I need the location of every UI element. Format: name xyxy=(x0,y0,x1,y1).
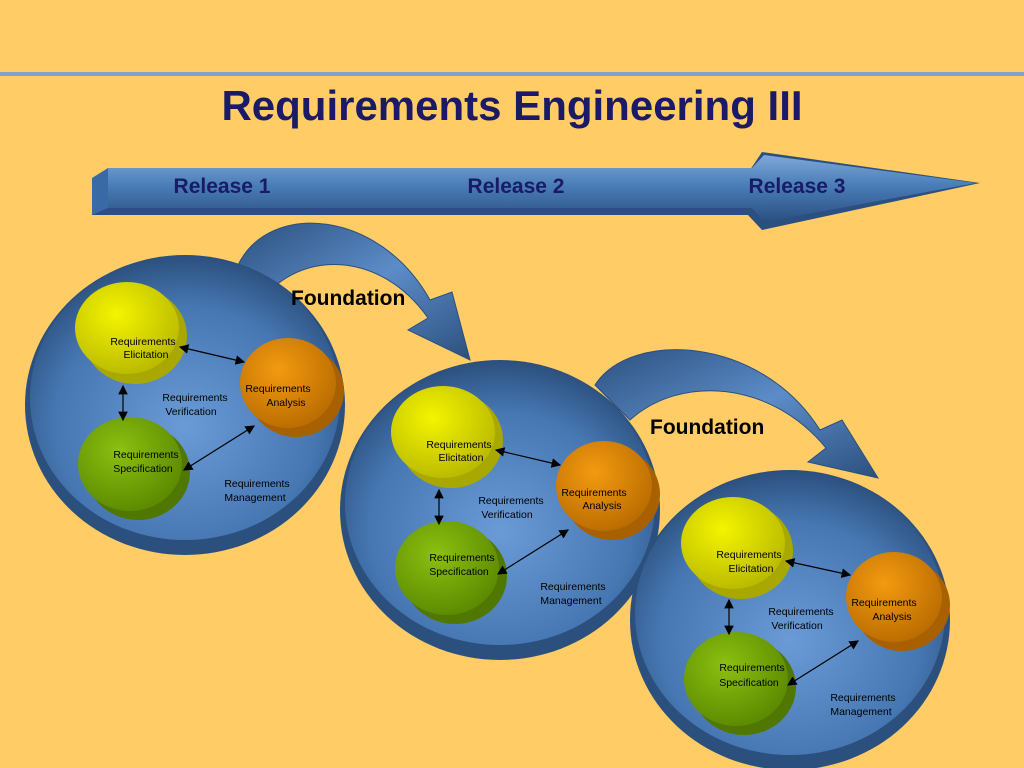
release-1-cycle: Requirements Elicitation Requirements An… xyxy=(25,255,345,555)
verification-label-2: Verification xyxy=(481,509,533,521)
foundation-label-1: Foundation xyxy=(291,287,405,310)
specification-label-1: Requirements xyxy=(719,662,784,674)
foundation-arrow-1 xyxy=(237,222,471,361)
elicitation-label-1: Requirements xyxy=(110,336,175,348)
specification-cylinder xyxy=(78,417,190,520)
specification-label-2: Specification xyxy=(113,463,173,475)
foundation-label-2: Foundation xyxy=(650,416,764,439)
verification-label-1: Requirements xyxy=(478,495,543,507)
release-2-label: Release 2 xyxy=(468,175,565,198)
analysis-cylinder xyxy=(556,441,660,540)
elicitation-cylinder xyxy=(75,282,187,384)
link-elicitation-analysis xyxy=(178,344,246,365)
verification-label-2: Verification xyxy=(771,620,823,632)
verification-label-1: Requirements xyxy=(768,606,833,618)
specification-label-2: Specification xyxy=(719,677,779,689)
elicitation-label-1: Requirements xyxy=(716,549,781,561)
analysis-label-1: Requirements xyxy=(851,597,916,609)
specification-label-2: Specification xyxy=(429,566,489,578)
verification-label-2: Verification xyxy=(165,406,217,418)
link-specification-analysis xyxy=(786,640,860,686)
specification-label-1: Requirements xyxy=(113,449,178,461)
elicitation-label-2: Elicitation xyxy=(124,349,169,361)
link-elicitation-analysis xyxy=(784,558,852,578)
link-elicitation-analysis xyxy=(494,447,562,468)
release-1-label: Release 1 xyxy=(174,175,271,198)
elicitation-label-2: Elicitation xyxy=(439,452,484,464)
link-specification-analysis xyxy=(182,425,256,471)
release-timeline-arrow xyxy=(92,152,980,230)
elicitation-cylinder xyxy=(391,386,503,488)
analysis-cylinder xyxy=(240,338,344,437)
specification-cylinder xyxy=(395,521,507,624)
release-3-cycle: Requirements Elicitation Requirements An… xyxy=(630,470,950,768)
management-label-2: Management xyxy=(540,595,601,607)
management-label-1: Requirements xyxy=(540,581,605,593)
management-label-1: Requirements xyxy=(224,478,289,490)
analysis-label-1: Requirements xyxy=(561,487,626,499)
analysis-label-1: Requirements xyxy=(245,383,310,395)
management-label-2: Management xyxy=(224,492,285,504)
specification-label-1: Requirements xyxy=(429,552,494,564)
link-specification-analysis xyxy=(496,529,570,575)
slide-title: Requirements Engineering III xyxy=(221,82,803,129)
management-label-1: Requirements xyxy=(830,692,895,704)
specification-cylinder xyxy=(684,632,796,735)
management-label-2: Management xyxy=(830,706,891,718)
analysis-label-2: Analysis xyxy=(872,611,911,623)
release-2-cycle: Requirements Elicitation Requirements An… xyxy=(340,360,660,660)
verification-label-1: Requirements xyxy=(162,392,227,404)
top-rule xyxy=(0,72,1024,76)
elicitation-label-1: Requirements xyxy=(426,439,491,451)
elicitation-cylinder xyxy=(681,497,793,599)
elicitation-label-2: Elicitation xyxy=(729,563,774,575)
analysis-cylinder xyxy=(846,552,950,651)
release-3-label: Release 3 xyxy=(749,175,846,198)
analysis-label-2: Analysis xyxy=(582,500,621,512)
analysis-label-2: Analysis xyxy=(266,397,305,409)
foundation-arrow-2 xyxy=(594,349,880,479)
